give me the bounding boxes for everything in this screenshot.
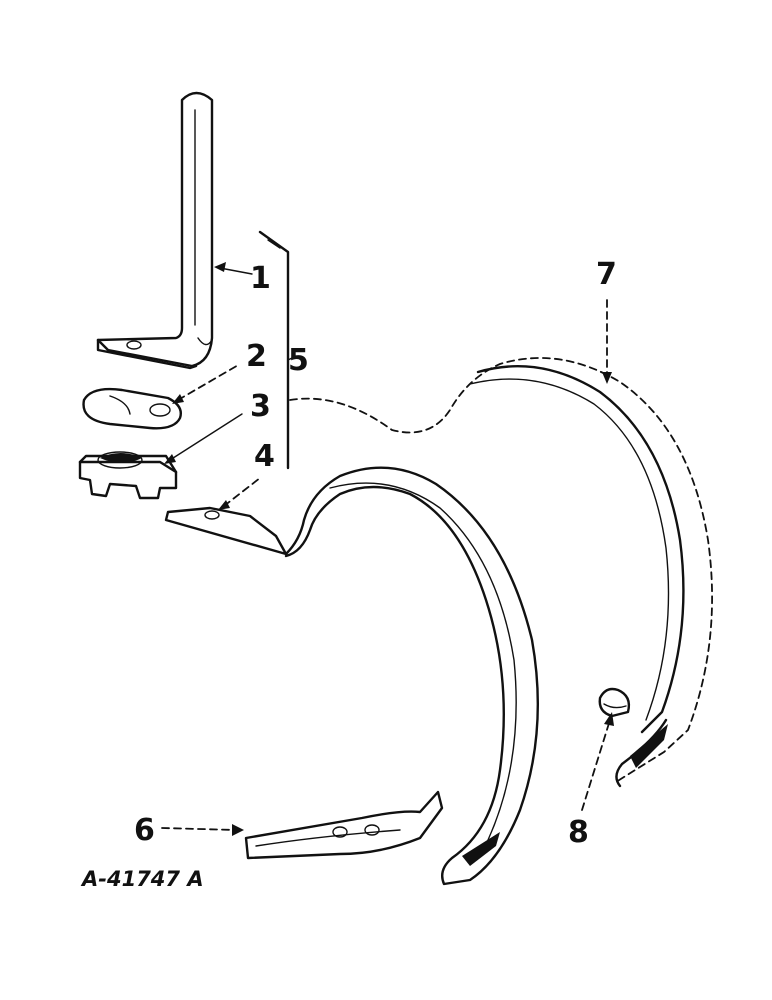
leader-lines	[161, 262, 614, 836]
callout-5: 5	[288, 343, 309, 378]
bracket-part	[78, 451, 178, 500]
callout-7: 7	[596, 257, 617, 292]
rear-spring-tine-part	[289, 357, 713, 788]
callout-6: 6	[134, 813, 155, 848]
callout-4: 4	[254, 439, 275, 474]
reference-number: A-41747 A	[80, 867, 204, 891]
callout-1: 1	[250, 261, 271, 296]
clamp-washer-part	[82, 387, 182, 430]
front-spring-tine-part	[164, 466, 540, 886]
callout-2: 2	[246, 339, 267, 374]
shank-part	[96, 91, 214, 370]
callout-3: 3	[250, 389, 271, 424]
spring-strap-part	[258, 230, 290, 470]
callout-8: 8	[568, 815, 589, 850]
bolt-part	[598, 687, 631, 718]
shovel-point-part	[244, 790, 444, 860]
